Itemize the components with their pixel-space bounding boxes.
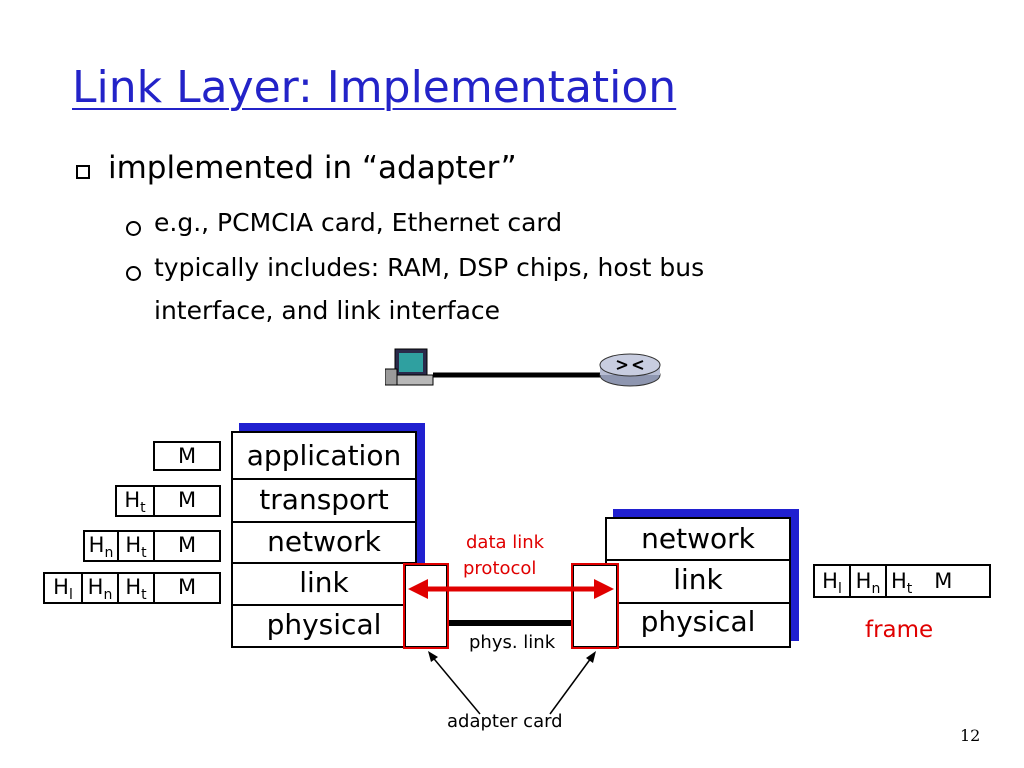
router-protocol-stack: network link physical xyxy=(605,517,791,648)
protocol-label: protocol xyxy=(463,558,537,579)
layer-network: network xyxy=(267,525,381,558)
message-box: M xyxy=(153,530,221,562)
transport-header-box: Ht xyxy=(117,530,155,562)
network-header-box: Hn xyxy=(83,530,119,562)
link-header-box: Hl xyxy=(813,564,851,598)
circle-bullet-icon xyxy=(126,266,141,281)
layer-physical: physical xyxy=(640,605,756,638)
subbullet-2: typically includes: RAM, DSP chips, host… xyxy=(154,253,705,282)
transport-header-box: Ht xyxy=(117,572,155,604)
message-box: M xyxy=(153,441,221,471)
layer-network: network xyxy=(641,522,755,555)
computer-icon xyxy=(385,348,434,386)
frame-label: frame xyxy=(865,617,934,643)
data-link-label: data link xyxy=(466,532,545,553)
layer-physical: physical xyxy=(266,608,382,641)
slide-title: Link Layer: Implementation xyxy=(72,62,677,113)
subbullet-1: e.g., PCMCIA card, Ethernet card xyxy=(154,208,563,237)
host-protocol-stack: application transport network link physi… xyxy=(231,431,417,648)
network-header-box: Hn xyxy=(849,564,887,598)
layer-link: link xyxy=(673,563,723,596)
adapter-pointer-arrows xyxy=(428,651,596,715)
host-adapter-card-outline xyxy=(403,563,449,649)
bullet-text: implemented in “adapter” xyxy=(108,150,517,186)
phys-link-label: phys. link xyxy=(469,632,556,653)
square-bullet-icon xyxy=(76,165,90,179)
network-header-box: Hn xyxy=(81,572,119,604)
link-header-box: Hl xyxy=(43,572,83,604)
router-adapter-card-outline xyxy=(571,563,619,649)
page-number: 12 xyxy=(960,726,981,745)
router-icon xyxy=(599,353,661,387)
layer-link: link xyxy=(299,566,349,599)
subbullet-2-cont: interface, and link interface xyxy=(154,296,501,325)
message-box: M xyxy=(153,485,221,517)
network-illustration xyxy=(385,348,661,387)
physical-link-line xyxy=(446,620,573,626)
protocol-arrow xyxy=(408,579,614,599)
circle-bullet-icon xyxy=(126,221,141,236)
layer-transport: transport xyxy=(259,483,389,516)
message-box: M xyxy=(153,572,221,604)
adapter-card-label: adapter card xyxy=(447,711,563,732)
transport-header-box: Ht xyxy=(115,485,155,517)
layer-application: application xyxy=(246,439,402,472)
